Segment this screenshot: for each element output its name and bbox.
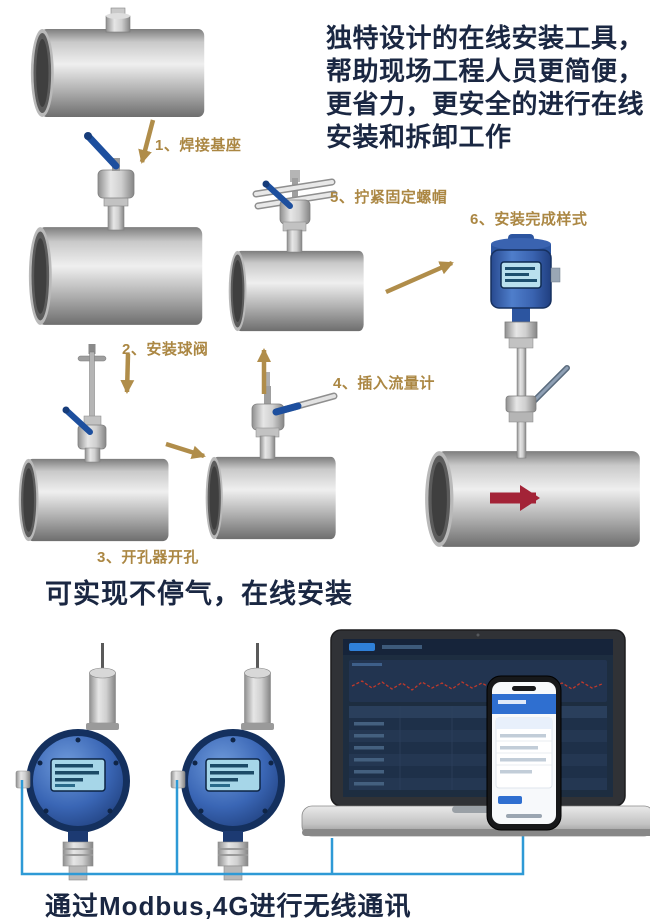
step5-locking-nut-tool: [252, 170, 338, 253]
gas-detector-1: [15, 642, 131, 881]
step3-pipe: [18, 458, 169, 542]
step-2-label: 2、安装球阀: [122, 341, 209, 358]
step-6-label: 6、安装完成样式: [470, 211, 588, 228]
step2-pipe: [28, 227, 203, 325]
gas-detector-2: [170, 642, 286, 881]
gold-arrow-3-icon: [165, 441, 206, 460]
communication-caption: 通过Modbus,4G进行无线通讯: [45, 891, 412, 921]
step1-weld-base: [105, 7, 131, 33]
smartphone: [486, 675, 562, 831]
step-4-label: 4、插入流量计: [333, 375, 435, 392]
phone-notch: [512, 686, 536, 691]
step6-flow-meter: [490, 234, 570, 459]
step4-pipe: [205, 456, 336, 540]
online-install-caption: 可实现不停气，在线安装: [45, 579, 353, 609]
gold-arrow-2-icon: [120, 353, 135, 394]
step2-ball-valve: [84, 132, 135, 231]
phone-app-screen: [492, 694, 556, 818]
gold-arrow-5-icon: [385, 260, 454, 295]
laptop: [301, 629, 650, 837]
step3-hole-opener: [62, 344, 107, 463]
gold-arrow-1-icon: [138, 119, 156, 164]
intro-text: 独特设计的在线安装工具， 帮助现场工程人员更简便， 更省力，更安全的进行在线安装…: [326, 23, 645, 153]
laptop-dashboard-screen: [343, 639, 613, 797]
step-3-label: 3、开孔器开孔: [97, 549, 199, 566]
step4-ball-valve-with-handle: [251, 372, 338, 460]
step5-pipe: [228, 250, 364, 332]
step-5-label: 5、拧紧固定螺帽: [330, 189, 448, 206]
step1-pipe: [30, 29, 205, 117]
modbus-wires: [20, 780, 525, 876]
step-1-label: 1、焊接基座: [155, 137, 242, 154]
